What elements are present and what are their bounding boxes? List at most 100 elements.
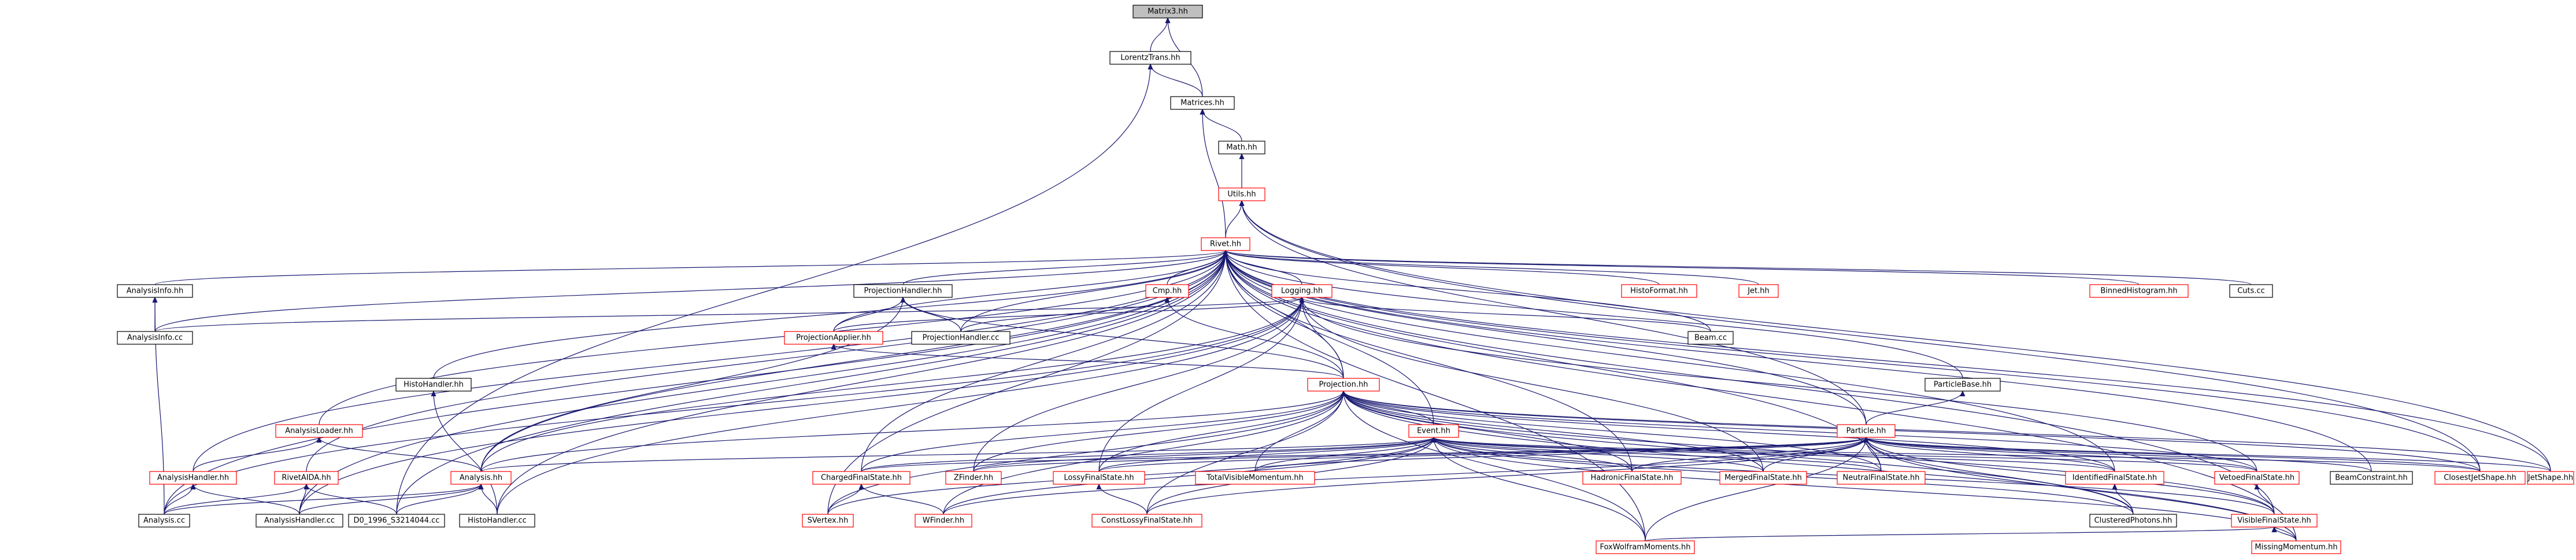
include-edge-constlossyfs-to-projection [1146, 391, 1343, 515]
include-edge-analysis_cc-to-rivetaida [164, 484, 306, 515]
include-edge-analysishandler_cc-to-analysishandler_hh [193, 484, 300, 515]
node-cuts[interactable]: Cuts.cc [2229, 284, 2273, 298]
include-edge-histohandler_cc-to-histohandler_hh [434, 391, 498, 515]
node-binnedhistogram[interactable]: BinnedHistogram.hh [2089, 284, 2189, 298]
node-histohandler-hh[interactable]: HistoHandler.hh [395, 378, 472, 392]
node-visiblefs[interactable]: VisibleFinalState.hh [2231, 514, 2318, 528]
node-label: LossyFinalState.hh [1064, 474, 1134, 482]
node-label: Analysis.cc [143, 517, 185, 525]
include-edge-analysis_hh-to-rivet [480, 250, 1226, 472]
include-edge-missingmomentum-to-projection [1343, 391, 2297, 541]
include-edge-d0_1996-to-analysis_hh [396, 484, 481, 515]
node-label: D0_1996_S3214044.cc [354, 517, 440, 525]
node-math[interactable]: Math.hh [1218, 141, 1265, 154]
include-edge-totalvisible-to-event [1254, 437, 1434, 472]
include-edge-visiblefs-to-projection [1343, 391, 2275, 515]
node-hadronicfs[interactable]: HadronicFinalState.hh [1582, 471, 1682, 485]
node-utils[interactable]: Utils.hh [1218, 187, 1265, 201]
include-edge-analysis_hh-to-projectionhandler_hh [480, 297, 903, 472]
node-label: IdentifiedFinalState.hh [2072, 474, 2157, 482]
node-rivetaida[interactable]: RivetAIDA.hh [274, 471, 339, 485]
node-analysishandler-hh[interactable]: AnalysisHandler.hh [149, 471, 237, 485]
node-lossyfs[interactable]: LossyFinalState.hh [1053, 471, 1145, 485]
include-edge-projectionhandler_cc-to-projectionhandler_hh [903, 297, 961, 332]
node-label: FoxWolframMoments.hh [1600, 543, 1690, 552]
node-vetoedfs[interactable]: VetoedFinalState.hh [2214, 471, 2300, 485]
include-edge-identifiedfs-to-particle [1866, 437, 2115, 472]
include-edge-d0_1996-to-rivet [396, 250, 1226, 515]
node-identifiedfs[interactable]: IdentifiedFinalState.hh [2065, 471, 2164, 485]
node-label: Projection.hh [1319, 381, 1368, 389]
node-chargedfs[interactable]: ChargedFinalState.hh [812, 471, 911, 485]
node-particlebase[interactable]: ParticleBase.hh [1924, 378, 2001, 392]
node-event[interactable]: Event.hh [1408, 424, 1459, 438]
node-d0-1996[interactable]: D0_1996_S3214044.cc [348, 514, 445, 528]
node-label: JetShape.hh [2527, 474, 2573, 482]
node-analysis-hh[interactable]: Analysis.hh [450, 471, 512, 485]
node-foxwolfram[interactable]: FoxWolframMoments.hh [1596, 540, 1695, 554]
node-projectionapplier[interactable]: ProjectionApplier.hh [784, 331, 883, 345]
node-clusteredphotons[interactable]: ClusteredPhotons.hh [2089, 514, 2177, 528]
node-jetshape[interactable]: JetShape.hh [2527, 471, 2574, 485]
include-edge-neutralfs-to-event [1434, 437, 1882, 472]
node-matrices[interactable]: Matrices.hh [1170, 96, 1235, 110]
node-label: Jet.hh [1747, 287, 1770, 296]
node-analysishandler-cc[interactable]: AnalysisHandler.cc [256, 514, 343, 528]
include-edge-projection-to-projectionhandler_hh [903, 297, 1344, 379]
node-matrix3[interactable]: Matrix3.hh [1132, 5, 1203, 19]
node-histohandler-cc[interactable]: HistoHandler.cc [459, 514, 535, 528]
include-edge-beam-to-logging [1302, 297, 1711, 332]
node-beamconstraint[interactable]: BeamConstraint.hh [2330, 471, 2413, 485]
node-projectionhandler-cc[interactable]: ProjectionHandler.cc [911, 331, 1011, 345]
include-edge-jetshape-to-rivet [1226, 250, 2551, 472]
node-label: Matrices.hh [1180, 99, 1224, 108]
include-edge-chargedfs-to-event [861, 437, 1434, 472]
include-edge-chargedfs-to-particle [861, 437, 1866, 472]
node-mergedfs[interactable]: MergedFinalState.hh [1719, 471, 1807, 485]
node-sisalex[interactable]: SVertex.hh [802, 514, 854, 528]
node-projectionhandler-hh[interactable]: ProjectionHandler.hh [853, 284, 953, 298]
node-totalvisible[interactable]: TotalVisibleMomentum.hh [1195, 471, 1315, 485]
node-label: HistoHandler.hh [404, 381, 464, 389]
node-analysisloader[interactable]: AnalysisLoader.hh [275, 424, 363, 438]
node-analysisinfo-cc[interactable]: AnalysisInfo.cc [117, 331, 193, 345]
node-lorentztrans[interactable]: LorentzTrans.hh [1109, 51, 1191, 65]
include-edge-hadronicfs-to-projection [1343, 391, 1633, 472]
node-constlossyfs[interactable]: ConstLossyFinalState.hh [1091, 514, 1202, 528]
node-label: Particle.hh [1846, 427, 1886, 436]
node-histoformat[interactable]: HistoFormat.hh [1621, 284, 1697, 298]
node-projection[interactable]: Projection.hh [1307, 378, 1380, 392]
node-rivet[interactable]: Rivet.hh [1201, 237, 1250, 251]
include-edge-analysis_hh-to-analysisloader [319, 437, 482, 472]
node-neutralfs[interactable]: NeutralFinalState.hh [1837, 471, 1926, 485]
node-cmp[interactable]: Cmp.hh [1145, 284, 1189, 298]
include-edge-jetshape-to-utils [1242, 201, 2551, 472]
include-edge-constlossyfs-to-particle [1146, 437, 1866, 515]
include-edge-event-to-projection [1343, 391, 1434, 425]
include-edge-rivet-to-matrices [1202, 109, 1226, 238]
include-edge-mergedfs-to-event [1434, 437, 1764, 472]
include-edge-neutralfs-to-rivet [1226, 250, 1882, 472]
include-edge-histoformat-to-rivet [1226, 250, 1660, 285]
node-wfinder[interactable]: WFinder.hh [915, 514, 972, 528]
node-missingmomentum[interactable]: MissingMomentum.hh [2251, 540, 2341, 554]
node-label: HistoFormat.hh [1630, 287, 1688, 296]
include-edge-lossyfs-to-logging [1098, 297, 1302, 472]
node-label: Analysis.hh [460, 474, 502, 482]
include-edge-clusteredphotons-to-identifiedfs [2115, 484, 2134, 515]
node-label: SVertex.hh [808, 517, 849, 525]
include-edge-constlossyfs-to-lossyfs [1099, 484, 1148, 515]
node-logging[interactable]: Logging.hh [1271, 284, 1333, 298]
node-closestjetshape[interactable]: ClosestJetShape.hh [2434, 471, 2526, 485]
node-particle[interactable]: Particle.hh [1837, 424, 1896, 438]
node-analysisinfo-hh[interactable]: AnalysisInfo.hh [117, 284, 193, 298]
include-edge-clusteredphotons-to-projection [1343, 391, 2134, 515]
node-beam[interactable]: Beam.cc [1687, 331, 1734, 345]
node-zfinder[interactable]: ZFinder.hh [945, 471, 1002, 485]
include-edge-d0_1996-to-rivetaida [306, 484, 397, 515]
include-edge-zfinder-to-event [973, 437, 1434, 472]
node-label: ParticleBase.hh [1934, 381, 1992, 389]
node-analysis-cc[interactable]: Analysis.cc [138, 514, 190, 528]
include-edge-particle-to-rivet [1226, 250, 1867, 425]
node-jet[interactable]: Jet.hh [1738, 284, 1779, 298]
